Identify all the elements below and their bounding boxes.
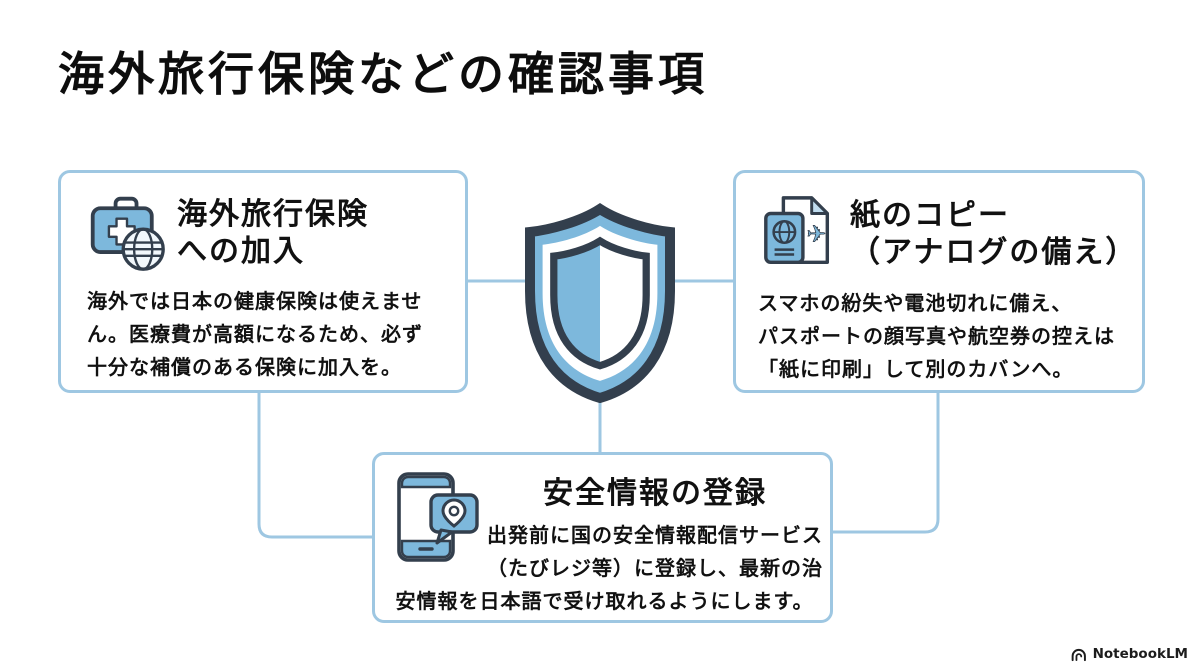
card-insurance-title: 海外旅行保険 への加入 bbox=[177, 196, 369, 271]
body-line: 海外では日本の健康保険は使えませ bbox=[87, 289, 423, 313]
card-insurance-title-line2: への加入 bbox=[177, 234, 305, 269]
notebooklm-branding: NotebookLM bbox=[1070, 646, 1188, 662]
passport-document-icon: ✈ bbox=[758, 193, 840, 275]
card-insurance: 海外旅行保険 への加入 海外では日本の健康保険は使えませ ん。医療費が高額になる… bbox=[58, 170, 468, 393]
notebooklm-logo-text: NotebookLM bbox=[1092, 646, 1188, 662]
body-line: 安情報を日本語で受け取れるようにします。 bbox=[395, 588, 814, 613]
page-title: 海外旅行保険などの確認事項 bbox=[58, 47, 708, 101]
body-line: ん。医療費が高額になるため、必ず bbox=[87, 322, 423, 347]
body-line: スマホの紛失や電池切れに備え、 bbox=[758, 291, 1073, 315]
body-line: 出発前に国の安全情報配信サービス bbox=[487, 522, 823, 547]
card-paper-title-line2: （アナログの備え） bbox=[850, 235, 1138, 270]
card-safety-body: 出発前に国の安全情報配信サービス （たびレジ等）に登録し、最新の治 bbox=[487, 519, 823, 585]
card-insurance-title-line1: 海外旅行保険 bbox=[177, 196, 369, 232]
airplane-glyph: ✈ bbox=[807, 220, 827, 248]
card-safety-title: 安全情報の登録 bbox=[543, 476, 767, 511]
card-paper-title-line1: 紙のコピー bbox=[850, 197, 1010, 233]
body-line: 「紙に印刷」して別のカバンへ。 bbox=[758, 357, 1074, 382]
card-insurance-body: 海外では日本の健康保険は使えませ ん。医療費が高額になるため、必ず 十分な補償の… bbox=[87, 285, 441, 385]
shield-icon bbox=[520, 203, 680, 403]
connector-left-to-bottom bbox=[257, 391, 374, 539]
body-line: （たびレジ等）に登録し、最新の治 bbox=[487, 555, 823, 580]
body-line: 十分な補償のある保険に加入を。 bbox=[87, 355, 402, 380]
notebooklm-logo-icon bbox=[1071, 648, 1086, 661]
card-paper-title: 紙のコピー （アナログの備え） bbox=[850, 197, 1137, 272]
first-aid-kit-globe-icon bbox=[87, 193, 167, 273]
smartphone-location-alert-icon bbox=[395, 471, 481, 565]
connector-right-to-bottom bbox=[831, 391, 940, 534]
card-paper-copy: ✈ 紙のコピー （アナログの備え） スマホの紛失や電池切れに備え、 パスポートの… bbox=[733, 170, 1145, 393]
body-line: パスポートの顔写真や航空券の控えは bbox=[758, 324, 1115, 349]
card-safety-info: 安全情報の登録 出発前に国の安全情報配信サービス （たびレジ等）に登録し、最新の… bbox=[372, 452, 833, 623]
card-paper-body: スマホの紛失や電池切れに備え、 パスポートの顔写真や航空券の控えは 「紙に印刷」… bbox=[758, 287, 1124, 387]
